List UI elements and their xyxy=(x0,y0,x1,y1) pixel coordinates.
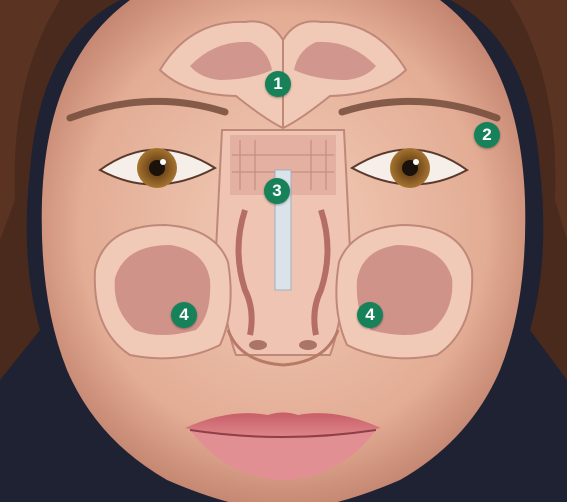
maxillary-sinus-left xyxy=(95,225,231,358)
marker-3: 3 xyxy=(264,178,290,204)
nasal-cavity xyxy=(216,130,350,355)
marker-1: 1 xyxy=(265,71,291,97)
marker-2: 2 xyxy=(474,122,500,148)
marker-4-left: 4 xyxy=(171,302,197,328)
maxillary-sinus-right xyxy=(336,225,472,358)
marker-4-right: 4 xyxy=(357,302,383,328)
